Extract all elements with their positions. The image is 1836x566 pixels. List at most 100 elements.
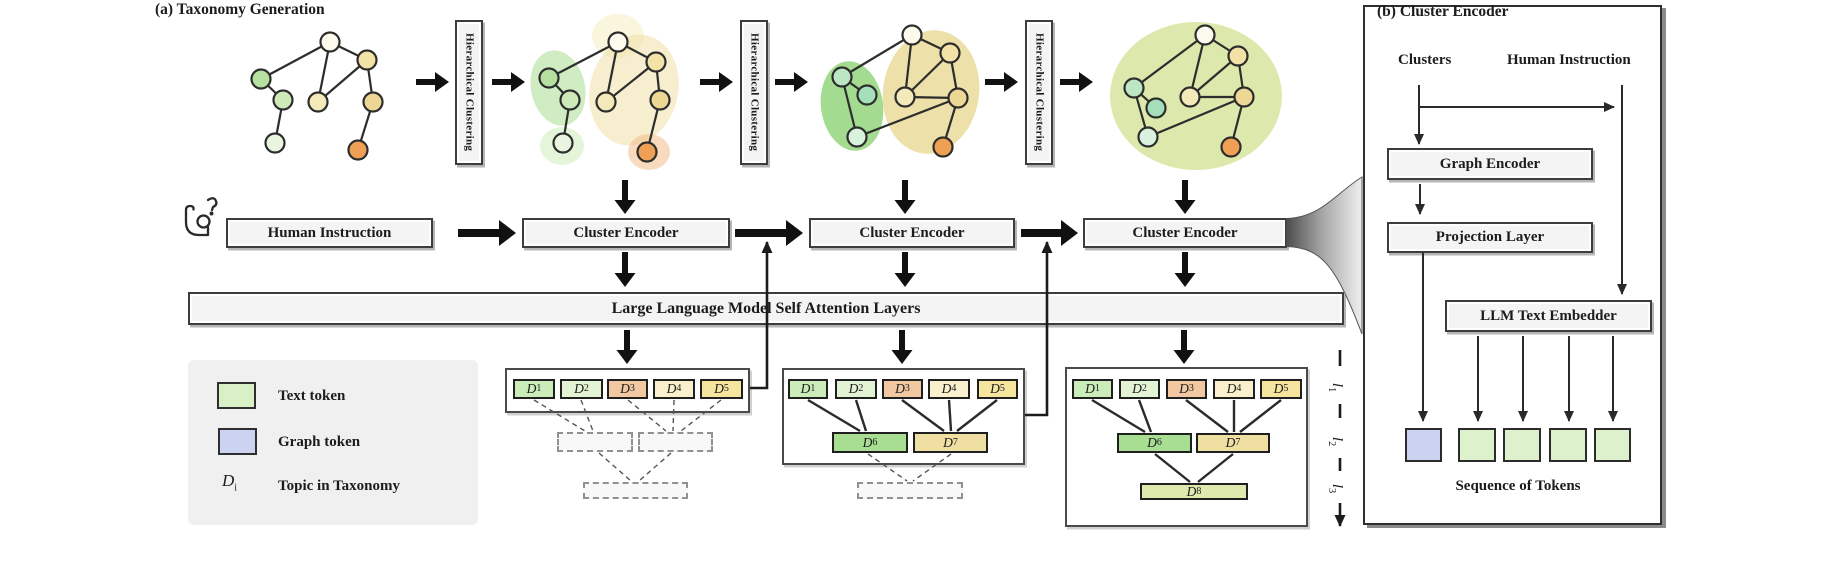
graph-3-edge bbox=[941, 97, 960, 148]
flow-arrow bbox=[616, 330, 638, 364]
placeholder-topic-box bbox=[638, 432, 713, 452]
flow-arrow bbox=[1174, 252, 1196, 287]
graph-2-node bbox=[649, 89, 671, 111]
graph-4-node bbox=[1233, 86, 1255, 108]
graph-2-edge bbox=[604, 41, 620, 103]
llm-text-embedder-box: LLM Text Embedder bbox=[1445, 300, 1652, 332]
person-question-icon bbox=[184, 197, 218, 237]
topic-symbol-base: D bbox=[222, 471, 235, 490]
graph-2-node bbox=[559, 89, 581, 111]
text-token bbox=[1458, 428, 1496, 462]
flow-arrow bbox=[1060, 72, 1093, 92]
llm-self-attention-bar: Large Language Model Self Attention Laye… bbox=[188, 292, 1344, 325]
topic-symbol-sub: i bbox=[234, 482, 238, 494]
graph-3-edge bbox=[904, 95, 959, 100]
text-token bbox=[1549, 428, 1587, 462]
graph-1-node bbox=[250, 68, 272, 90]
flow-arrow bbox=[894, 252, 916, 287]
cluster-encoder-box-2: Cluster Encoder bbox=[809, 218, 1015, 248]
graph-4-edge bbox=[1133, 87, 1157, 109]
flow-arrow bbox=[1174, 180, 1196, 214]
graph-3-edge bbox=[948, 52, 960, 99]
graph-1-node bbox=[362, 91, 384, 113]
graph-1-node bbox=[319, 31, 341, 53]
graph-3-edge bbox=[903, 34, 914, 98]
text-token bbox=[1503, 428, 1541, 462]
flow-arrow bbox=[614, 180, 636, 214]
layer-label-l2: l2 bbox=[1326, 436, 1346, 447]
graph-2-edge bbox=[561, 99, 572, 144]
graph-4-edge bbox=[1188, 34, 1207, 98]
graph-1-node bbox=[356, 49, 378, 71]
graph-2-cluster-blob bbox=[540, 127, 584, 165]
graph-2-node bbox=[552, 132, 574, 154]
graph-1-edge bbox=[273, 99, 285, 144]
graph-token-swatch bbox=[218, 428, 257, 455]
text-token-label: Text token bbox=[278, 388, 346, 404]
graph-token-label: Graph token bbox=[278, 434, 361, 450]
graph-3-edge bbox=[841, 34, 913, 78]
text-token bbox=[1594, 428, 1631, 462]
cluster-encoder-box-1: Cluster Encoder bbox=[522, 218, 730, 248]
cluster-encoder-box-3: Cluster Encoder bbox=[1083, 218, 1287, 248]
graph-2-node bbox=[607, 31, 629, 53]
graph-3-edge bbox=[911, 34, 951, 54]
taxonomy-link-dashed bbox=[598, 452, 632, 482]
graph-3-node bbox=[932, 136, 954, 158]
graph-3-node bbox=[901, 24, 923, 46]
panel-b-frame bbox=[1363, 5, 1662, 525]
graph-4-edge bbox=[1204, 34, 1239, 57]
graph-4-node bbox=[1179, 86, 1201, 108]
graph-2-cluster-blob bbox=[530, 50, 586, 126]
placeholder-topic-box bbox=[583, 482, 688, 499]
flow-arrow bbox=[492, 72, 525, 92]
graph-4-node bbox=[1145, 97, 1167, 119]
graph-4-node bbox=[1194, 24, 1216, 46]
graph-2-edge bbox=[548, 41, 619, 79]
graph-2-node bbox=[636, 141, 658, 163]
graph-3-edge bbox=[841, 76, 868, 96]
hierarchical-clustering-box-2: Hierarchical Clustering bbox=[740, 20, 768, 165]
graph-3-cluster-blob bbox=[882, 30, 980, 154]
graph-3-edge bbox=[856, 96, 959, 139]
hierarchical-clustering-box-3: Hierarchical Clustering bbox=[1025, 20, 1053, 165]
graph-3-node bbox=[831, 66, 853, 88]
graph-4-cluster-blob bbox=[1110, 22, 1282, 170]
graph-4-edge bbox=[1229, 96, 1246, 148]
graph-1-edge bbox=[316, 41, 332, 103]
layer-label-l1: l1 bbox=[1326, 382, 1346, 393]
graph-1-node bbox=[307, 91, 329, 113]
graph-3-edge bbox=[904, 52, 951, 98]
graph-1-edge bbox=[356, 101, 375, 151]
panel-b-title: (b) Cluster Encoder bbox=[1377, 3, 1509, 20]
graph-4-edge bbox=[1132, 87, 1150, 138]
graph-4-node bbox=[1227, 45, 1249, 67]
clusters-label: Clusters bbox=[1398, 52, 1452, 68]
graph-3-node bbox=[856, 84, 878, 106]
graph-1-node bbox=[272, 89, 294, 111]
feedback-connector bbox=[1025, 241, 1053, 417]
graph-2-edge bbox=[548, 77, 571, 101]
graph-3-node bbox=[939, 42, 961, 64]
flow-arrow bbox=[1173, 330, 1195, 364]
taxonomy-link-dashed bbox=[638, 452, 672, 482]
graph-4-edge bbox=[1147, 95, 1245, 139]
graph-encoder-box: Graph Encoder bbox=[1387, 148, 1593, 180]
flow-arrow bbox=[416, 72, 449, 92]
graph-3-node bbox=[846, 126, 868, 148]
graph-3-node bbox=[947, 87, 969, 109]
topic-symbol: Di bbox=[222, 471, 237, 493]
graph-2-node bbox=[538, 67, 560, 89]
